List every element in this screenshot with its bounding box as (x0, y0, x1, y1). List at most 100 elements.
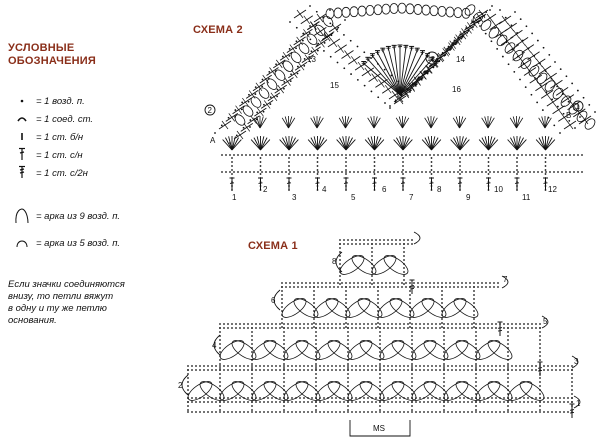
chain-stitch-mark (219, 343, 221, 345)
chain-stitch-mark (557, 171, 559, 173)
chain-stitch-mark (265, 154, 267, 156)
chain-stitch-mark (223, 369, 225, 371)
chain-stitch-mark (295, 369, 297, 371)
chain-stitch-mark (187, 401, 189, 403)
chain-stitch-mark (321, 282, 323, 284)
chain-stitch-mark (355, 401, 357, 403)
chain-stitch-mark (397, 286, 399, 288)
chain-stitch-mark (319, 365, 321, 367)
chain-stitch-mark (251, 401, 253, 403)
chain-stitch-mark (535, 365, 537, 367)
chain-stitch-mark (493, 286, 495, 288)
chain-stitch-mark (451, 327, 453, 329)
chain-stitch-mark (335, 327, 337, 329)
chain-stitch-mark (539, 335, 541, 337)
chain-stitch-mark (413, 154, 415, 156)
chain-stitch-mark (288, 161, 290, 163)
chain-stitch-mark (309, 5, 311, 7)
chain-stitch-mark (361, 154, 363, 156)
chain-stitch-mark (349, 171, 351, 173)
chain-stitch-mark (443, 381, 445, 383)
chain-stitch-mark (263, 401, 265, 403)
chain-stitch-mark (281, 326, 283, 328)
chain-stitch-mark (195, 397, 197, 399)
chain-stitch-mark (379, 411, 381, 413)
chain-stitch-mark (373, 286, 375, 288)
chain-stitch-mark (430, 165, 433, 167)
chain-stitch-mark (269, 96, 272, 99)
chain-stitch-mark (241, 101, 244, 104)
chain-stitch-mark (483, 369, 485, 371)
chain-stitch-mark (219, 365, 221, 367)
chain-stitch-mark (311, 401, 313, 403)
arch-mark (199, 381, 225, 401)
chain-stitch-mark (347, 365, 349, 367)
chain-stitch-mark (379, 401, 381, 403)
chain-stitch-mark (489, 286, 491, 288)
fan-stitch-mark (339, 137, 347, 151)
chain-stitch-mark (219, 327, 221, 329)
chain-stitch-mark (297, 154, 299, 156)
chain-stitch-mark (507, 343, 509, 345)
chain-stitch-mark (359, 365, 361, 367)
chain-stitch-mark (403, 251, 405, 253)
chain-stitch-mark (191, 369, 193, 371)
chain-stitch-mark (281, 322, 283, 324)
chain-stitch-mark (449, 49, 451, 51)
chain-stitch-mark (249, 126, 251, 128)
chain-stitch-mark (259, 401, 261, 403)
chain-stitch-mark (347, 335, 349, 337)
chain-stitch-mark (576, 89, 579, 92)
chain-stitch-mark (315, 367, 317, 369)
chain-stitch-mark (511, 369, 513, 371)
scheme2-row-12: 12 (548, 185, 557, 194)
fan-stitch-mark (313, 136, 318, 151)
chain-stitch-mark (191, 411, 193, 413)
fan-stitch-mark (336, 139, 347, 151)
chain-stitch-mark (203, 365, 205, 367)
chain-stitch-mark (288, 173, 290, 175)
chain-stitch-mark (449, 171, 451, 173)
chain-stitch-mark (353, 282, 355, 284)
arch-mark (487, 340, 513, 360)
fan-stitch-mark (317, 139, 328, 151)
arch-mark (391, 340, 417, 360)
chain-stitch-mark (325, 171, 327, 173)
chain-stitch-mark (288, 165, 290, 167)
scheme1-row-8: 8 (332, 257, 337, 266)
fan-stitch-mark (288, 136, 293, 151)
chain-stitch-mark (231, 161, 233, 163)
chain-stitch-mark (551, 411, 553, 413)
chain-stitch-mark (307, 411, 309, 413)
chain-stitch-mark (539, 323, 541, 325)
scheme2-title: СХЕМА 2 (193, 24, 243, 36)
chain-stitch-mark (475, 369, 477, 371)
chain-stitch-mark (519, 323, 521, 325)
chain-stitch-mark (361, 286, 363, 288)
chain-stitch-mark (187, 385, 189, 387)
chain-stitch-mark (339, 365, 341, 367)
chain-stitch-mark (242, 126, 245, 129)
chain-stitch-mark (541, 171, 543, 173)
chain-stitch-mark (345, 282, 347, 284)
chain-stitch-mark (469, 171, 471, 173)
chain-stitch-mark (567, 369, 569, 371)
chain-stitch-mark (549, 171, 551, 173)
chain-stitch-mark (563, 365, 565, 367)
chain-stitch-mark (289, 171, 291, 173)
chain-stitch-mark (353, 286, 355, 288)
chain-stitch-mark (563, 401, 565, 403)
chain-stitch-mark (544, 169, 547, 171)
chain-stitch-mark (407, 327, 409, 329)
chain-stitch-mark (451, 397, 453, 399)
arch-mark (441, 298, 467, 318)
chain-stitch-mark (309, 286, 311, 288)
chain-stitch-mark (343, 397, 345, 399)
arch-mark (519, 381, 545, 401)
chain-stitch-mark (531, 369, 533, 371)
chain-stitch-mark (414, 83, 417, 86)
chain-stitch-mark (443, 343, 445, 345)
chain-stitch-mark (443, 351, 445, 353)
chain-stitch-mark (357, 154, 359, 156)
fan-stitch-mark (488, 137, 496, 151)
